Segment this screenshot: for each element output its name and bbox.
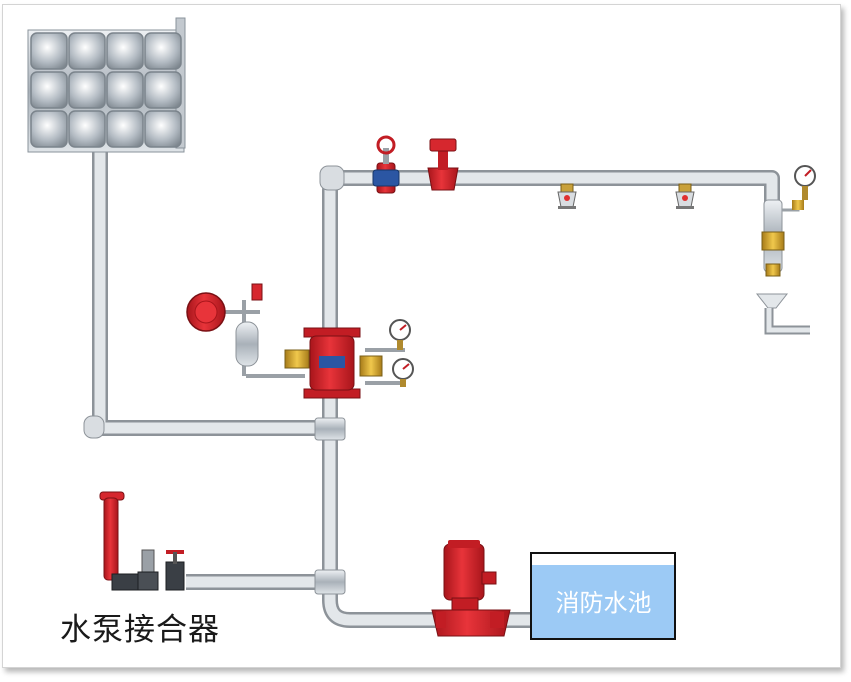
- pipe-elbow-top: [319, 165, 345, 191]
- pipe-tee-lower: [314, 569, 346, 595]
- alarm-valve-icon: [284, 327, 383, 399]
- signal-valve-icon: [372, 135, 400, 194]
- pool-label: 消防水池: [555, 589, 652, 617]
- alarm-bell-icon: [186, 283, 263, 332]
- drain-funnel-icon: [755, 293, 810, 335]
- pipe-tee-upper: [83, 415, 346, 441]
- pressure-gauge-icon-lower: [392, 358, 414, 387]
- pump-adapter-label: 水泵接合器: [60, 612, 220, 648]
- fire-pump-icon: [431, 540, 511, 637]
- pressure-gauge-icon-upper: [389, 319, 411, 350]
- sprinkler-head-icon-2: [675, 183, 695, 209]
- pressure-gauge-icon: [794, 165, 816, 200]
- pump-adapter-icon: [99, 491, 185, 591]
- fire-pool: [530, 552, 676, 640]
- sprinkler-head-icon: [557, 183, 577, 209]
- gate-valve-icon: [427, 138, 459, 191]
- pipe-network: [92, 150, 780, 628]
- water-tank-icon: [27, 17, 186, 153]
- end-test-valve-icon: [761, 199, 804, 277]
- retard-chamber-icon: [235, 321, 259, 367]
